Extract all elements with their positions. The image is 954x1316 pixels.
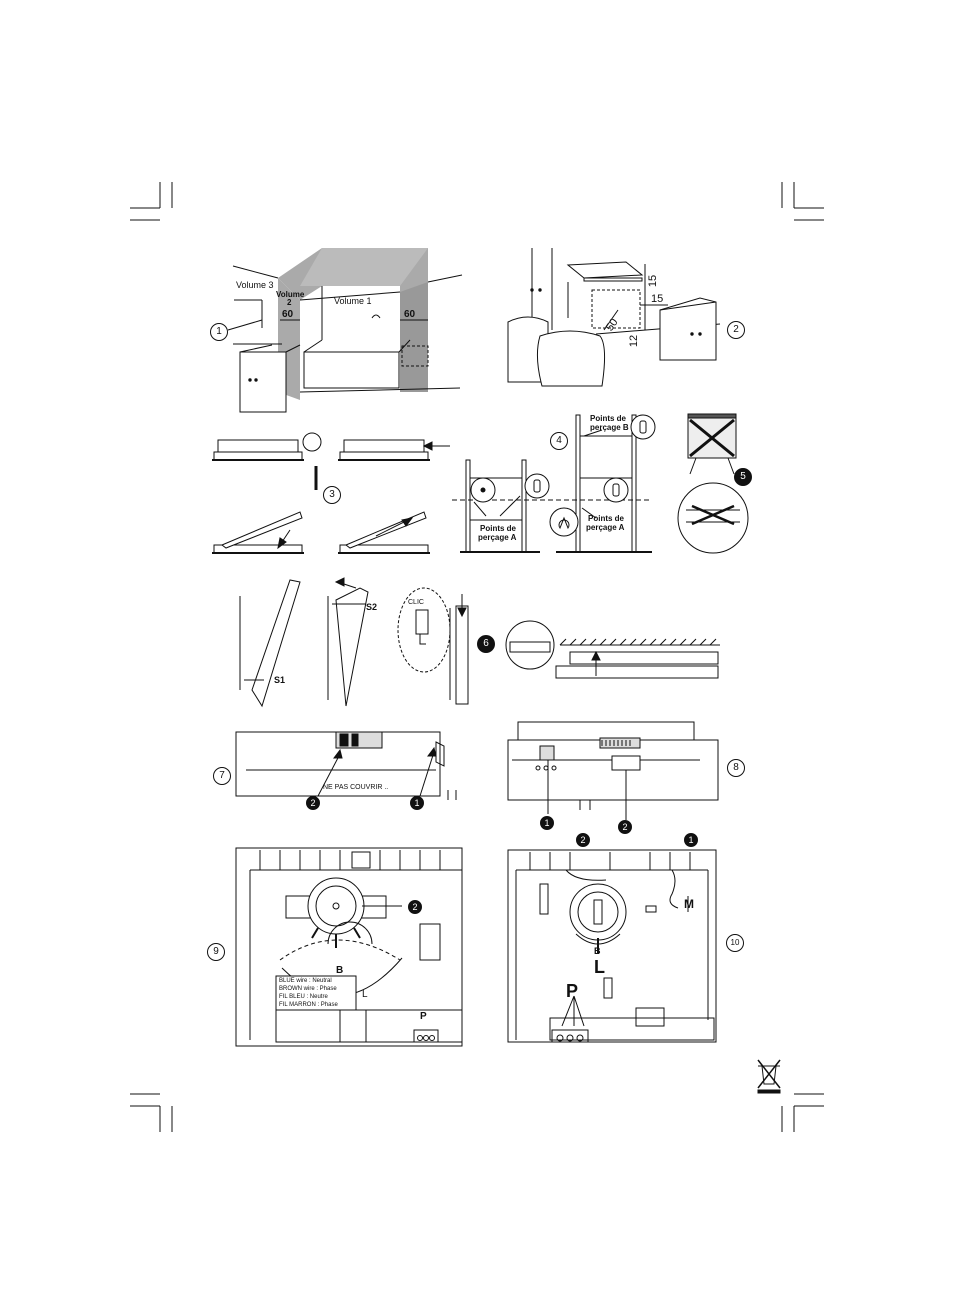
fig10-number-badge: 10	[726, 934, 744, 952]
fig8-callout-2: 2	[618, 820, 632, 834]
fig1-dim-right: 60	[404, 309, 416, 320]
fig4-points-b-line1: Points de	[590, 414, 627, 423]
fig1-number-badge: 1	[210, 323, 228, 341]
fig1-volume2-label-line1: Volume	[276, 290, 305, 299]
fig1-dim-left: 60	[282, 309, 294, 320]
fig9-callout-2: 2	[408, 900, 422, 914]
fig2-clearances	[507, 248, 721, 387]
fig10-label-p: P	[566, 981, 579, 1001]
fig8-heater-side	[507, 721, 719, 820]
fig4-drilling	[452, 414, 656, 553]
fig9-wiring-note-4: FIL MARRON : Phase	[279, 1002, 338, 1008]
fig5-number-badge: 5	[734, 468, 752, 486]
fig7-heater-top	[235, 731, 457, 800]
fig9-wiring-note-2: BROWN wire : Phase	[279, 986, 337, 992]
fig9-label-b: B	[336, 965, 344, 976]
fig2-number-badge: 2	[727, 321, 745, 339]
fig2-dim-top: 15	[647, 274, 660, 288]
fig2-dim-side: 15	[651, 293, 664, 305]
fig7-callout-1: 1	[410, 796, 424, 810]
fig6-mounting	[239, 577, 720, 708]
fig1-volume3-label: Volume 3	[236, 280, 274, 290]
fig9-wiring-note-3: FIL BLEU : Neutre	[279, 994, 328, 1000]
fig8-callout-1: 1	[540, 816, 554, 830]
fig4-points-a-left-line2: perçage A	[478, 533, 517, 542]
fig4-points-b-line2: perçage B	[590, 423, 629, 432]
fig4-number-badge: 4	[550, 432, 568, 450]
fig6-s2-label: S2	[366, 602, 378, 612]
fig10-label-m: M	[684, 897, 694, 911]
fig10-wiring-thermostat	[507, 849, 717, 1043]
fig7-warning-label: NE PAS COUVRIR ..	[323, 784, 389, 791]
fig9-number-badge: 9	[207, 943, 225, 961]
fig6-clic-label: CLIC	[408, 599, 424, 606]
fig1-volume2-label-line2: 2	[287, 298, 292, 307]
fig10-callout-1: 1	[684, 833, 698, 847]
fig4-points-a-left-line1: Points de	[480, 524, 517, 533]
fig6-s1-label: S1	[274, 675, 286, 685]
fig10-label-b: B	[594, 946, 601, 956]
weee-bin-icon	[757, 1059, 781, 1094]
fig7-callout-2: 2	[306, 796, 320, 810]
fig2-dim-bottom: 12	[628, 334, 641, 348]
fig9-wiring-thermostat	[235, 847, 463, 1047]
fig9-wiring-note-1: BLUE wire : Neutral	[279, 978, 332, 984]
fig9-label-p: P	[420, 1011, 427, 1022]
fig10-callout-2: 2	[576, 833, 590, 847]
fig6-number-badge: 6	[477, 635, 495, 653]
crop-marks	[130, 182, 824, 1132]
fig4-points-a-right-line1: Points de	[588, 514, 625, 523]
fig8-number-badge: 8	[727, 759, 745, 777]
fig1-bathroom-volumes	[227, 248, 463, 413]
fig5-do-not-cover	[677, 413, 749, 554]
fig10-label-l: L	[594, 957, 605, 977]
fig3-number-badge: 3	[323, 486, 341, 504]
fig7-number-badge: 7	[213, 767, 231, 785]
fig1-volume1-label: Volume 1	[334, 296, 372, 306]
fig9-label-l: L	[362, 989, 368, 1000]
fig3-panels	[212, 432, 450, 554]
fig4-points-a-right-line2: perçage A	[586, 523, 625, 532]
